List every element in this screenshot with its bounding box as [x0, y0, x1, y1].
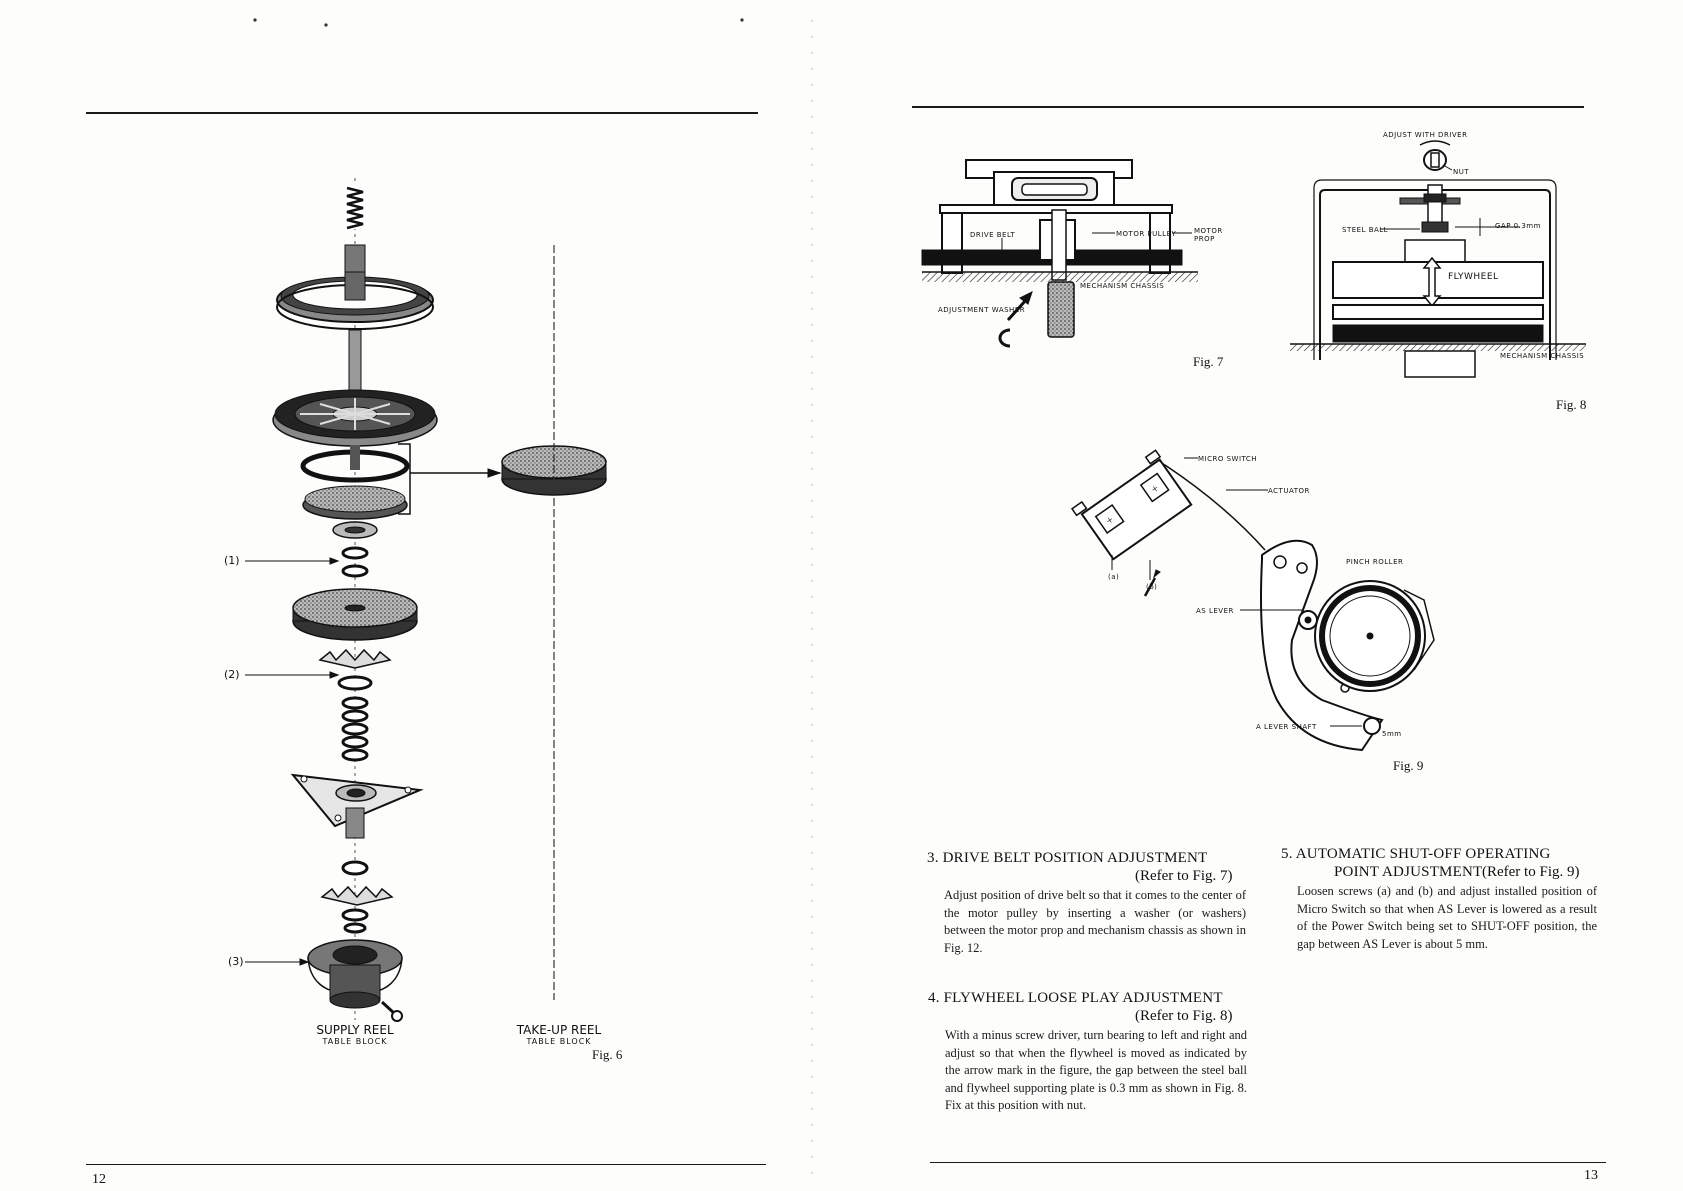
section5-title-line2: POINT ADJUSTMENT [1334, 864, 1483, 880]
fig8-adjust-with-driver-label: ADJUST WITH DRIVER [1383, 131, 1468, 139]
fig8-mechanism-chassis-label: MECHANISM CHASSIS [1500, 352, 1585, 360]
triangular-plate [290, 773, 424, 828]
fig9-micro-switch-diagram: + + [1070, 449, 1435, 752]
fig8-steel-ball-label: STEEL BALL [1342, 226, 1389, 234]
fig7-drive-belt-label: DRIVE BELT [970, 231, 1016, 239]
fig9-a-lever-shaft-label: A LEVER SHAFT [1256, 723, 1317, 731]
reel-spoke-disk [272, 389, 438, 447]
fig7-drive-belt-diagram [921, 159, 1198, 348]
section5-ref: (Refer to Fig. 9) [1482, 864, 1580, 880]
fig7-adjustment-washer-label: ADJUSTMENT WASHER [938, 306, 1026, 314]
fig7-mechanism-chassis-label: MECHANISM CHASSIS [1080, 282, 1165, 290]
left-page-number: 12 [92, 1172, 106, 1187]
takeup-reel-sub: TABLE BLOCK [526, 1037, 592, 1046]
section5-body: Loosen screws (a) and (b) and adjust ins… [1297, 884, 1597, 951]
fig7-motor-prop-label: MOTOR PROP [1194, 227, 1223, 243]
fig7-motor-pulley-label: MOTOR PULLEY [1116, 230, 1177, 238]
clutch-felt-disk [292, 588, 418, 641]
fig8-flywheel-diagram [1290, 140, 1586, 378]
section3-body: Adjust position of drive belt so that it… [944, 888, 1246, 955]
takeup-reel-title: TAKE-UP REEL [516, 1023, 602, 1037]
fig9-5mm-label: 5mm [1382, 730, 1402, 738]
section4-ref: (Refer to Fig. 8) [1135, 1008, 1233, 1024]
section4-title: 4. FLYWHEEL LOOSE PLAY ADJUSTMENT [928, 990, 1223, 1006]
fig6-caption: Fig. 6 [592, 1047, 623, 1062]
fig9-caption: Fig. 9 [1393, 758, 1424, 773]
part-label-2: (2) [224, 668, 240, 681]
supply-reel-title: SUPPLY REEL [316, 1023, 394, 1037]
fig9-micro-switch-label: MICRO SWITCH [1198, 455, 1258, 463]
scan-speck [324, 23, 328, 27]
section4-body: With a minus screw driver, turn bearing … [945, 1028, 1247, 1113]
part-label-3: (3) [228, 955, 244, 968]
scan-speck [740, 18, 744, 22]
right-top-rule [912, 106, 1584, 108]
fig7-caption: Fig. 7 [1193, 354, 1224, 369]
fig8-nut-label: NUT [1453, 168, 1470, 176]
section3-title: 3. DRIVE BELT POSITION ADJUSTMENT [927, 850, 1208, 866]
fig8-flywheel-label: FLYWHEEL [1448, 272, 1499, 282]
fig9-b-label: (b) [1146, 583, 1158, 591]
supply-reel-sub: TABLE BLOCK [322, 1037, 388, 1046]
fig9-pinch-roller-label: PINCH ROLLER [1346, 558, 1404, 566]
part-label-1: (1) [224, 554, 240, 567]
section3-ref: (Refer to Fig. 7) [1135, 868, 1233, 884]
fig8-caption: Fig. 8 [1556, 397, 1587, 412]
right-bottom-rule [930, 1162, 1606, 1163]
takeup-reel-label: TAKE-UP REEL TABLE BLOCK [504, 1024, 614, 1048]
fig9-a-label: (a) [1108, 573, 1120, 581]
fig8-gap-label: GAP 0.3mm [1495, 222, 1541, 230]
supply-reel-label: SUPPLY REEL TABLE BLOCK [300, 1024, 410, 1048]
scan-speck [253, 18, 257, 22]
screw-icon [380, 1000, 403, 1022]
right-page-number: 13 [1584, 1168, 1598, 1183]
reel-hub-base [307, 939, 403, 1009]
reel-table-top [276, 271, 434, 330]
left-bottom-rule [86, 1164, 766, 1165]
section5-title-line1: 5. AUTOMATIC SHUT-OFF OPERATING [1281, 846, 1551, 862]
left-top-rule [86, 112, 758, 114]
fig9-actuator-label: ACTUATOR [1268, 487, 1310, 495]
spring-icon [346, 185, 364, 230]
pinch-roller [1314, 580, 1435, 692]
fig9-as-lever-label: AS LEVER [1196, 607, 1234, 615]
fig6-exploded-view [245, 178, 607, 1022]
